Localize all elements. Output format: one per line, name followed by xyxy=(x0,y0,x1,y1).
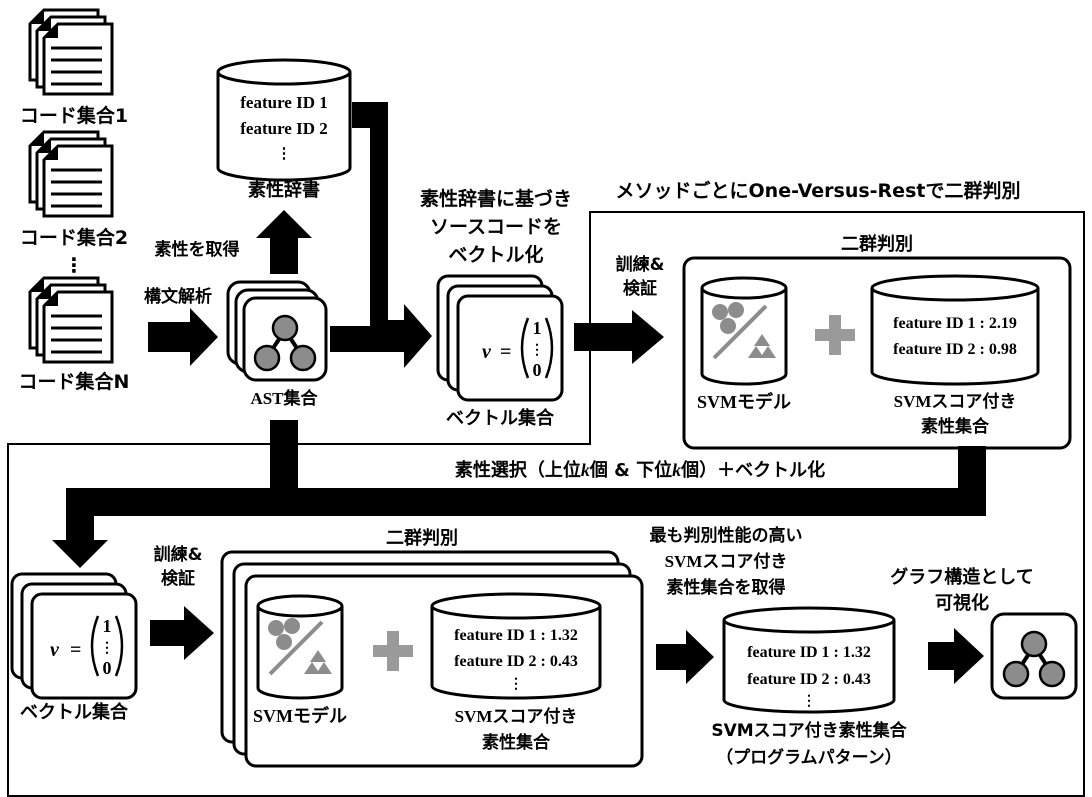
stage1-score-1: feature ID 1 : 2.19 xyxy=(893,315,1017,332)
stage2-score-2: feature ID 2 : 0.43 xyxy=(454,653,578,670)
code-set-n-label: コード集合N xyxy=(19,370,130,393)
vectorize-label-2: ソースコードを xyxy=(430,216,562,238)
stage2-score-label-2: 素性集合 xyxy=(482,732,551,753)
best-arrow xyxy=(656,630,714,684)
stage2-score-ellipsis: ⋮ xyxy=(509,677,523,692)
visualize-label-1: グラフ構造として xyxy=(890,566,1033,588)
vector-2-mid: ⋮ xyxy=(100,641,114,656)
vector-set-1-label: ベクトル集合 xyxy=(446,407,555,429)
vector-1-mid: ⋮ xyxy=(530,343,544,358)
stage1-svm-cylinder xyxy=(700,276,788,386)
acquire-arrow xyxy=(256,210,312,274)
stage1-score-cylinder xyxy=(870,274,1040,386)
final-score-ellipsis: ⋮ xyxy=(802,694,816,709)
vector-2-top: 1 xyxy=(103,616,112,636)
parse-label: 構文解析 xyxy=(144,286,212,307)
stage1-score-label-2: 素性集合 xyxy=(921,416,990,437)
code-set-1-label: コード集合1 xyxy=(20,104,128,127)
train-arrow-2 xyxy=(150,606,214,660)
vector-1-top: 1 xyxy=(533,318,542,338)
ast-to-vector-connector xyxy=(330,326,374,352)
acquire-label: 素性を取得 xyxy=(155,239,240,260)
selection-arrow xyxy=(52,420,986,568)
dictionary-to-vector-arrow xyxy=(352,102,432,368)
stage1-score-label-1: SVMスコア付き xyxy=(894,391,1017,411)
stage2-score-1: feature ID 1 : 1.32 xyxy=(454,627,578,644)
parse-arrow xyxy=(148,308,218,366)
stage1-score-2: feature ID 2 : 0.98 xyxy=(893,341,1017,358)
code-set-n-icon xyxy=(30,278,112,362)
feature-dictionary-cylinder xyxy=(216,58,352,182)
best-label-1: 最も判別性能の高い xyxy=(650,525,803,546)
vectorize-label-3: ベクトル化 xyxy=(448,243,543,266)
code-set-ellipsis: ⋮ xyxy=(64,253,84,277)
final-score-2: feature ID 2 : 0.43 xyxy=(747,671,871,688)
dictionary-line-1: feature ID 1 xyxy=(240,93,328,112)
dictionary-label: 素性辞書 xyxy=(248,179,320,201)
ast-set-label: AST集合 xyxy=(250,388,318,408)
code-set-2-icon xyxy=(30,132,112,216)
final-score-1: feature ID 1 : 1.32 xyxy=(747,644,871,661)
stage2-score-cylinder xyxy=(430,592,602,700)
stage1-model-label: SVMモデル xyxy=(697,391,791,412)
vector-set-2-stack xyxy=(10,572,138,700)
stage2-svm-cylinder xyxy=(256,594,344,700)
vector-1-bottom: 0 xyxy=(533,360,542,380)
final-set-label-1: SVMスコア付き素性集合 xyxy=(711,720,907,741)
final-set-label-2: （プログラムパターン） xyxy=(716,747,902,768)
vector-1-var: v xyxy=(482,341,492,363)
vector-set-1-stack xyxy=(436,274,564,402)
vector-set-2-label: ベクトル集合 xyxy=(20,701,129,723)
stage2-score-label-1: SVMスコア付き xyxy=(455,706,578,726)
vector-1-formula: v = 1 ⋮ 0 xyxy=(482,317,554,380)
visualize-arrow xyxy=(928,628,984,684)
stage2-model-label: SVMモデル xyxy=(253,705,347,726)
visualize-label-2: 可視化 xyxy=(935,592,989,614)
final-score-cylinder xyxy=(722,606,896,714)
vector-1-eq: = xyxy=(500,341,511,363)
selection-label: 素性選択（上位k個 & 下位k個）＋ベクトル化 xyxy=(455,459,825,481)
train-label-1b: 検証 xyxy=(623,278,657,299)
vector-2-var: v xyxy=(50,639,60,661)
vector-2-eq: = xyxy=(70,639,81,661)
dictionary-line-2: feature ID 2 xyxy=(240,119,328,138)
train-label-1a: 訓練& xyxy=(616,254,665,275)
ovr-title: メソッドごとにOne-Versus-Restで二群判別 xyxy=(616,179,1021,202)
code-set-2-label: コード集合2 xyxy=(20,226,128,249)
dictionary-ellipsis: ⋮ xyxy=(277,146,292,162)
stage2-title: 二群判別 xyxy=(386,527,458,549)
vector-2-bottom: 0 xyxy=(103,658,112,678)
best-label-2: SVMスコア付き xyxy=(665,551,788,571)
code-set-1-icon xyxy=(30,10,112,94)
vector-2-formula: v = 1 ⋮ 0 xyxy=(50,615,124,678)
best-label-3: 素性集合を取得 xyxy=(667,577,786,598)
train-label-2b: 検証 xyxy=(161,568,195,589)
train-arrow-1 xyxy=(574,310,664,364)
stage1-title: 二群判別 xyxy=(841,233,913,255)
vectorize-label-1: 素性辞書に基づき xyxy=(420,187,572,210)
train-label-2a: 訓練& xyxy=(154,544,203,565)
ovr-frame xyxy=(7,211,1085,797)
